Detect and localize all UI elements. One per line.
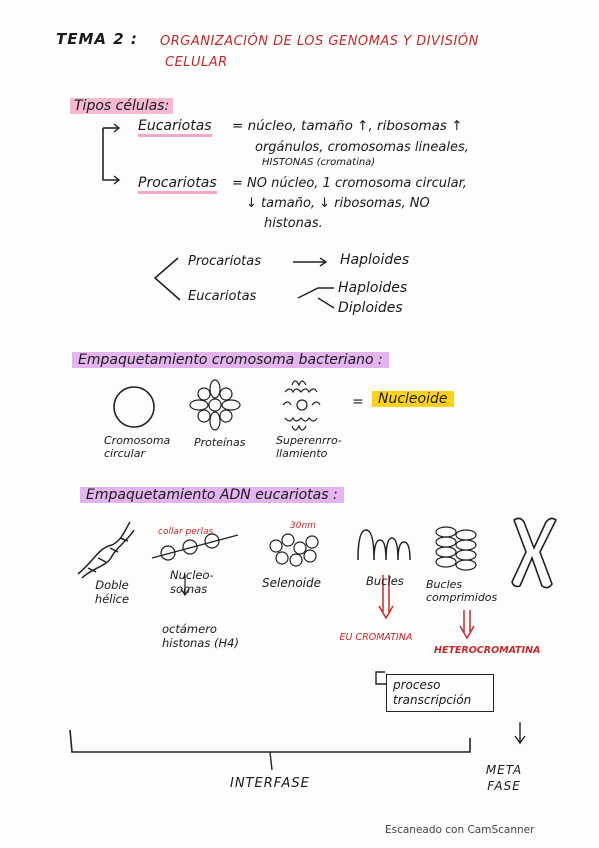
eucariotas-line2: orgánulos, cromosomas lineales, [255,140,469,155]
label-metafase: META FASE [485,763,523,793]
procariotas-line2: ↓ tamaño, ↓ ribosomas, NO [246,196,430,211]
tipos-bracket [102,128,118,181]
bacterial-equals: = [352,394,364,410]
bacterial-label-proteins: Proteínas [194,436,246,449]
ploidy-euc-diploid: Diploides [338,300,403,316]
tipos-heading: Tipos células: [70,98,174,114]
ploidy-euc-haploid: Haploides [338,280,408,296]
label-bucles: Bucles [366,574,404,588]
procariotas-label: Procariotas [138,175,217,194]
label-heterocromatina: HETEROCROMATINA [434,645,541,656]
compressed-loops-sketch [435,526,477,640]
label-selenoide: Selenoide [262,576,321,590]
supercoil-sketch [282,380,321,431]
bacterial-label-circular: Cromosoma circular [104,434,171,460]
metaphase-chromosome-sketch [511,517,558,589]
procariotas-line3: histonas. [264,216,323,231]
label-collar-perlas: collar perlas [158,527,214,537]
procariotas-line1: = NO núcleo, 1 cromosoma circular, [232,176,467,191]
label-bucles-comprimidos: Bucles comprimidos [426,578,498,604]
eucariotas-line3: HISTONAS (cromatina) [262,157,376,168]
label-octamero: octámero histonas (H4) [162,622,239,650]
ploidy-pro-result: Haploides [340,252,410,268]
eukaryotic-heading: Empaquetamiento ADN eucariotas : [80,487,344,503]
nucleoide-label: Nucleoide [372,391,454,407]
label-doble-helice: Doble hélice [94,578,130,606]
nucleosome-sketch [151,533,239,597]
label-eucromatina: EU CROMATINA [339,632,413,643]
ploidy-procariotas: Procariotas [188,254,261,269]
eucariotas-label: Eucariotas [138,118,212,137]
label-30nm: 30nm [290,521,316,531]
interfase-bracket [69,729,471,753]
proceso-box: proceso transcripción [386,674,494,712]
ploidy-bracket [153,257,181,301]
title-tema: TEMA 2 : [56,30,138,48]
scanner-watermark: Escaneado con CamScanner [385,824,535,836]
bacterial-label-supercoil: Superenrro-llamiento [276,434,342,460]
label-nucleosomas: Nucleo-somas [170,568,214,596]
eucariotas-line1: = núcleo, tamaño ↑, ribosomas ↑ [232,118,463,134]
loops-sketch [357,529,411,620]
title-line1: ORGANIZACIÓN DE LOS GENOMAS Y DIVISIÓN [160,34,479,49]
double-helix-sketch [77,521,135,579]
circular-chromosome-sketch [113,386,155,428]
solenoid-sketch [269,533,319,567]
protein-loops-sketch [189,379,241,431]
title-line2: CELULAR [165,55,228,70]
label-interfase: INTERFASE [230,776,310,791]
ploidy-eucariotas: Eucariotas [188,289,257,304]
bacterial-heading: Empaquetamiento cromosoma bacteriano : [72,352,389,368]
